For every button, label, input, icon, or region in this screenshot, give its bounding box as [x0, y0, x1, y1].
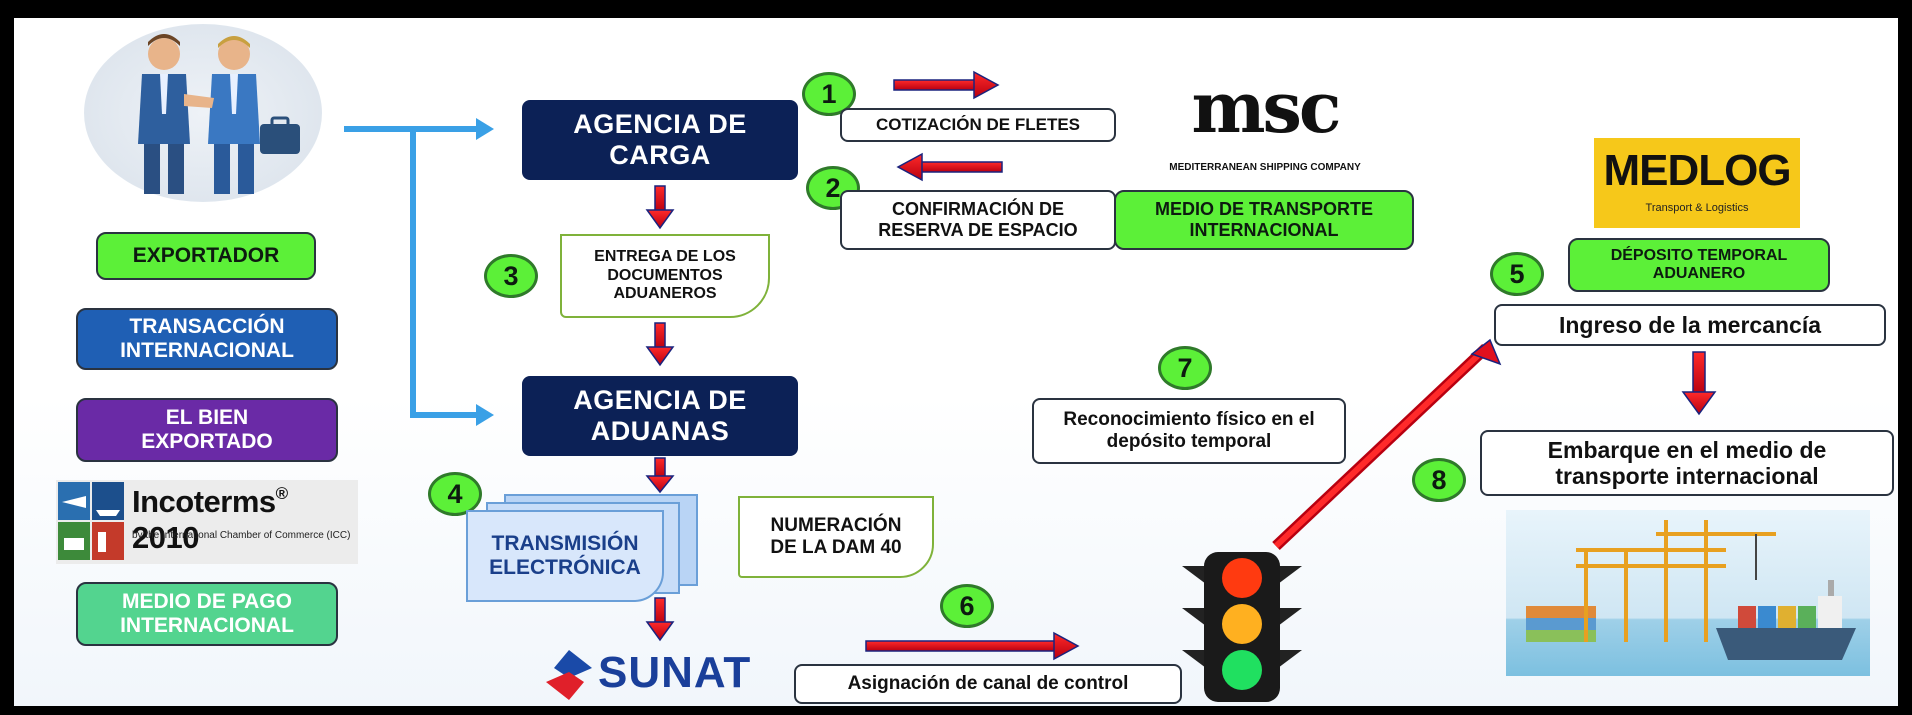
- deposito-temporal-label: DÉPOSITO TEMPORAL ADUANERO: [1568, 238, 1830, 292]
- medlog-logo: MEDLOG Transport & Logistics: [1594, 138, 1800, 228]
- incoterms-registered: ®: [275, 484, 289, 503]
- reconocimiento-fisico-label: Reconocimiento físico en el depósito tem…: [1032, 398, 1346, 464]
- port-cranes-ship-icon: [1526, 520, 1856, 660]
- asignacion-canal-label: Asignación de canal de control: [794, 664, 1182, 704]
- medlog-subtitle: Transport & Logistics: [1645, 202, 1749, 214]
- exportador-label: EXPORTADOR: [96, 232, 316, 280]
- numeracion-dam-note: NUMERACIÓN DE LA DAM 40: [738, 496, 934, 578]
- transmision-electronica-doc: TRANSMISIÓN ELECTRÓNICA: [466, 510, 664, 602]
- medlog-wordmark: MEDLOG: [1603, 146, 1791, 195]
- agencia-aduanas-box: AGENCIA DE ADUANAS: [522, 376, 798, 456]
- step-6-badge: 6: [940, 584, 994, 628]
- incoterms-word: Incoterms: [132, 484, 276, 519]
- medio-pago-box: MEDIO DE PAGO INTERNACIONAL: [76, 582, 338, 646]
- step-5-badge: 5: [1490, 252, 1544, 296]
- arrow-cotizacion: [893, 70, 1000, 100]
- embarque-label: Embarque en el medio de transporte inter…: [1480, 430, 1894, 496]
- step-3-badge: 3: [484, 254, 538, 298]
- msc-logo: msc MEDITERRANEAN SHIPPING COMPANY: [1112, 72, 1418, 180]
- bien-exportado-box: EL BIEN EXPORTADO: [76, 398, 338, 462]
- arrow-down-2: [645, 322, 675, 367]
- connector-layer: [344, 70, 1717, 661]
- arrow-confirmacion: [896, 152, 1003, 182]
- businessmen-handshake-icon: [138, 34, 300, 194]
- incoterms-logo: Incoterms® 2010 by the International Cha…: [56, 480, 358, 564]
- sunat-logo: SUNAT: [544, 648, 794, 702]
- arrow-down-1: [645, 185, 675, 230]
- traffic-light: [1172, 546, 1312, 706]
- traffic-light-icon: [1182, 552, 1302, 702]
- cotizacion-fletes-label: COTIZACIÓN DE FLETES: [840, 108, 1116, 142]
- msc-mark: msc: [1191, 66, 1341, 149]
- entrega-documentos-note: ENTREGA DE LOS DOCUMENTOS ADUANEROS: [560, 234, 770, 318]
- arrow-down-medlog: [1681, 351, 1717, 416]
- msc-company-name: MEDITERRANEAN SHIPPING COMPANY: [1169, 162, 1361, 173]
- exporter-illustration: [84, 24, 322, 202]
- incoterms-subtitle: by the International Chamber of Commerce…: [132, 530, 351, 541]
- incoterms-transport-icon: [58, 482, 124, 560]
- arrow-asignacion: [865, 631, 1080, 661]
- transmision-stack: TRANSMISIÓN ELECTRÓNICA: [464, 494, 704, 604]
- medio-transporte-label: MEDIO DE TRANSPORTE INTERNACIONAL: [1114, 190, 1414, 250]
- transaccion-internacional-box: TRANSACCIÓN INTERNACIONAL: [76, 308, 338, 370]
- sunat-wordmark: SUNAT: [598, 648, 752, 697]
- step-4-badge: 4: [428, 472, 482, 516]
- incoterms-title: Incoterms® 2010: [132, 484, 358, 556]
- step-8-badge: 8: [1412, 458, 1466, 502]
- exporter-connector: [344, 118, 494, 426]
- ingreso-mercancia-label: Ingreso de la mercancía: [1494, 304, 1886, 346]
- arrow-down-3: [645, 457, 675, 494]
- diagram-canvas: EXPORTADOR TRANSACCIÓN INTERNACIONAL EL …: [14, 18, 1898, 706]
- arrow-down-4: [645, 597, 675, 642]
- agencia-carga-box: AGENCIA DE CARGA: [522, 100, 798, 180]
- step-7-badge: 7: [1158, 346, 1212, 390]
- arrow-diagonal: [1272, 338, 1502, 551]
- confirmacion-reserva-label: CONFIRMACIÓN DE RESERVA DE ESPACIO: [840, 190, 1116, 250]
- sunat-emblem-icon: [546, 650, 592, 700]
- incoterms-year: 2010: [132, 520, 199, 555]
- port-illustration: [1506, 510, 1870, 676]
